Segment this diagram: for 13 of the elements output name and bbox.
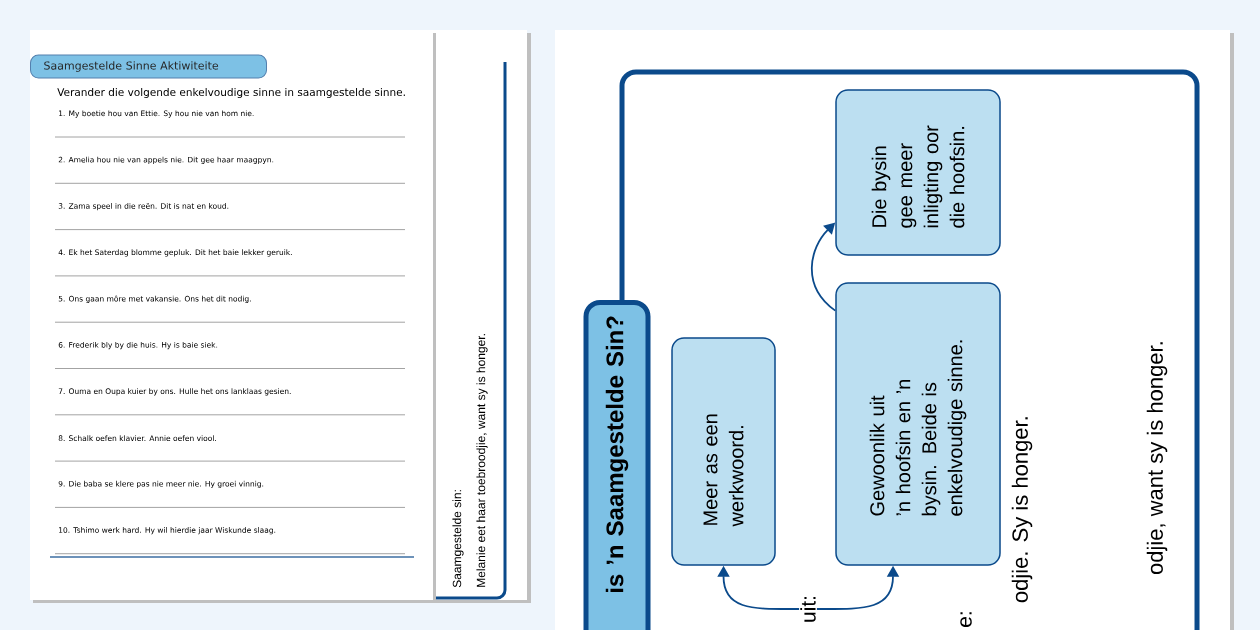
instruction-text: Verander die volgende enkelvoudige sinne in saamgestelde sinne.: [57, 87, 405, 99]
text-box: Die bysin gee meer inligting oor die hoofsin.: [835, 89, 1001, 256]
text-box: Meer as een werkwoord.: [671, 337, 776, 566]
worksheet-title-tab: Saamgestelde Sinne Aktiwiteite: [30, 54, 267, 79]
heading-text: Saamgestelde sin:: [452, 490, 464, 588]
arrow: [810, 222, 837, 312]
example-sentence: odjie, want sy is honger.: [1146, 342, 1168, 575]
connector-text: uit:: [800, 596, 816, 622]
heading-text: e:: [960, 612, 972, 627]
example-sentence: odjie. Sy is honger.: [1011, 417, 1033, 603]
title-tab: is ’n Saamgestelde Sin?: [583, 300, 651, 630]
example-sentence: Melanie eet haar toebroodjie, want sy is honger.: [476, 334, 488, 587]
text-box: Gewoonlik uit ’n hoofsin en ’n bysin. Beide is enkelvoudige sinne.: [835, 282, 1001, 566]
